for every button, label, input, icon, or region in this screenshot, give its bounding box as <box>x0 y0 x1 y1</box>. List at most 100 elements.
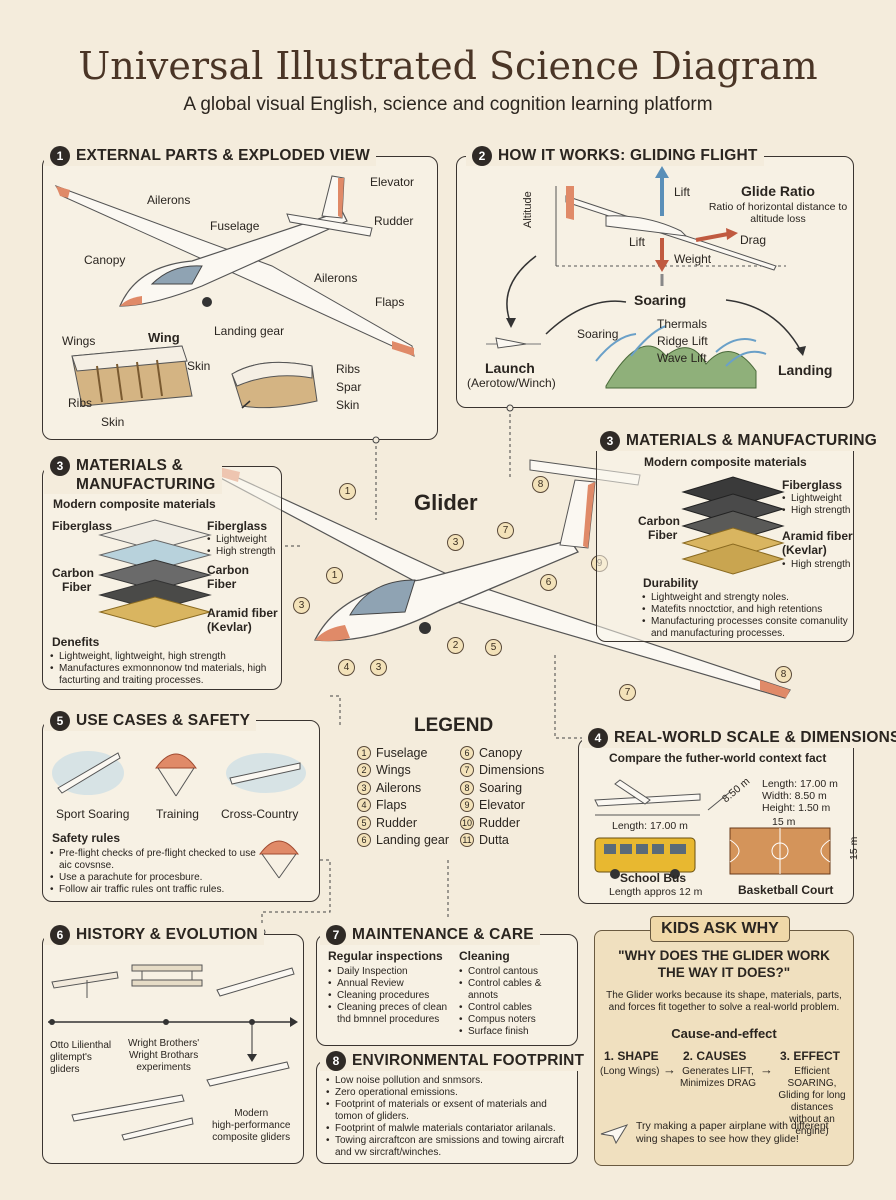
label-flaps: Flaps <box>375 295 405 309</box>
arrow-icon: → <box>760 1062 773 1077</box>
label-fiber-l: Fiber <box>62 580 92 594</box>
label-fiber-l2: Fiber <box>207 577 237 591</box>
section-number: 4 <box>588 728 608 748</box>
court-height-label: 15 m <box>848 836 860 860</box>
label-ribs: Ribs <box>68 396 93 410</box>
callout-4: 4 <box>338 659 355 676</box>
label-skin-3: Skin <box>336 398 360 412</box>
composite-layers-right <box>681 476 785 575</box>
section-number: 3 <box>50 456 70 476</box>
panel-use-cases-header: 5 USE CASES & SAFETY <box>44 711 257 731</box>
callout-8: 8 <box>532 476 549 493</box>
durability-title: Durability <box>643 576 699 590</box>
use-training: Training <box>156 807 199 821</box>
gliding-flight-illustration <box>486 166 806 389</box>
panel-environment-header: 8 ENVIRONMENTAL FOOTPRINT <box>320 1051 591 1071</box>
callout-3b: 3 <box>293 597 310 614</box>
use-cases-illustration <box>52 751 306 797</box>
label-glide-ratio: Glide Ratio <box>741 183 815 199</box>
callout-1: 1 <box>339 483 356 500</box>
label-rudder: Rudder <box>374 214 414 228</box>
callout-5: 5 <box>485 639 502 656</box>
composite-layers-left <box>98 519 212 628</box>
callout-8b: 8 <box>775 666 792 683</box>
label-lift-2: Lift <box>629 235 646 249</box>
benefits-title: Denefits <box>52 635 100 649</box>
label-ribs-2: Ribs <box>336 362 361 376</box>
environment-list: Low noise pollution and snmsors. Zero op… <box>326 1075 572 1159</box>
label-glide-desc: Ratio of horizontal distance to altitude… <box>708 201 848 226</box>
kids-step-1: 1. SHAPE <box>604 1049 659 1063</box>
page-title: Universal Illustrated Science Diagram <box>78 44 818 88</box>
fiberglass-props-r: Lightweight High strength <box>782 493 850 517</box>
label-drag: Drag <box>740 233 767 247</box>
scale-bus-sub: Length appros 12 m <box>609 886 703 898</box>
label-wings: Wings <box>62 334 96 348</box>
label-launch: Launch <box>485 360 535 376</box>
panel-how-it-works-header: 2 HOW IT WORKS: GLIDING FLIGHT <box>466 146 764 166</box>
label-aramid-l: Aramid fiber <box>207 606 278 620</box>
callout-3c: 3 <box>370 659 387 676</box>
label-carbon-l: Carbon <box>52 566 94 580</box>
aramid-props-r: High strength <box>782 559 850 571</box>
label-skin: Skin <box>187 359 211 373</box>
panel-scale-header: 4 REAL-WORLD SCALE & DIMENSIONS <box>582 728 896 748</box>
scale-dims: Length: 17.00 m Width: 8.50 m Height: 1.… <box>762 778 838 815</box>
label-landing-gear: Landing gear <box>214 324 285 338</box>
section-number: 2 <box>472 146 492 166</box>
section-number: 7 <box>326 925 346 945</box>
section-number: 8 <box>326 1051 346 1071</box>
kids-cause-title: Cause-and-effect <box>671 1026 777 1041</box>
scale-sub: Compare the futher-world context fact <box>609 751 827 765</box>
label-ailerons-2: Ailerons <box>314 271 358 285</box>
panel-kids-ask-why <box>594 930 854 1166</box>
kids-tip: Try making a paper airplane with differe… <box>636 1120 829 1145</box>
label-skin-2: Skin <box>101 415 125 429</box>
scale-bus: School Bus <box>620 871 687 885</box>
label-ridge-lift: Ridge Lift <box>657 334 708 348</box>
maint-col2-title: Cleaning <box>459 949 510 963</box>
label-soaring: Soaring <box>577 327 619 341</box>
label-carbon-r: Carbon <box>638 514 680 528</box>
page-subtitle: A global visual English, science and cog… <box>183 94 713 115</box>
callout-3: 3 <box>447 534 464 551</box>
label-kevlar-r: (Kevlar) <box>782 543 827 557</box>
label-soaring-title: Soaring <box>634 292 687 308</box>
kids-step-3-desc: Efficient SOARING, Gliding for long dist… <box>778 1066 846 1137</box>
kids-step-3: 3. EFFECT <box>780 1049 841 1063</box>
kids-question: "WHY DOES THE GLIDER WORK THE WAY IT DOE… <box>618 948 830 980</box>
label-wave-lift: Wave Lift <box>657 351 707 365</box>
panel-external-parts-header: 1 EXTERNAL PARTS & EXPLODED VIEW <box>44 146 376 166</box>
maint-col2: Control cantous Control cables & annots … <box>459 966 573 1038</box>
scale-length-label: Length: 17.00 m <box>612 820 688 832</box>
label-lift: Lift <box>674 185 691 199</box>
kids-step-1-desc: (Long Wings) <box>600 1066 660 1077</box>
label-wing: Wing <box>148 330 180 345</box>
history-illustration <box>48 964 298 1141</box>
maint-col1: Daily Inspection Annual Review Cleaning … <box>328 966 452 1026</box>
callout-2: 2 <box>447 637 464 654</box>
callout-7b: 7 <box>619 684 636 701</box>
scale-court: Basketball Court <box>738 883 834 897</box>
materials-right-sub: Modern composite materials <box>644 455 807 469</box>
label-carbon-l2: Carbon <box>207 563 249 577</box>
panel-history-header: 6 HISTORY & EVOLUTION <box>44 925 264 945</box>
use-cross-country: Cross-Country <box>221 807 299 821</box>
label-canopy: Canopy <box>84 253 126 267</box>
section-number: 5 <box>50 711 70 731</box>
section-number: 3 <box>600 431 620 451</box>
label-fiberglass-r: Fiberglass <box>782 478 843 492</box>
maint-col1-title: Regular inspections <box>328 949 443 963</box>
safety-title: Safety rules <box>52 831 121 845</box>
label-fiber-r: Fiber <box>648 528 678 542</box>
